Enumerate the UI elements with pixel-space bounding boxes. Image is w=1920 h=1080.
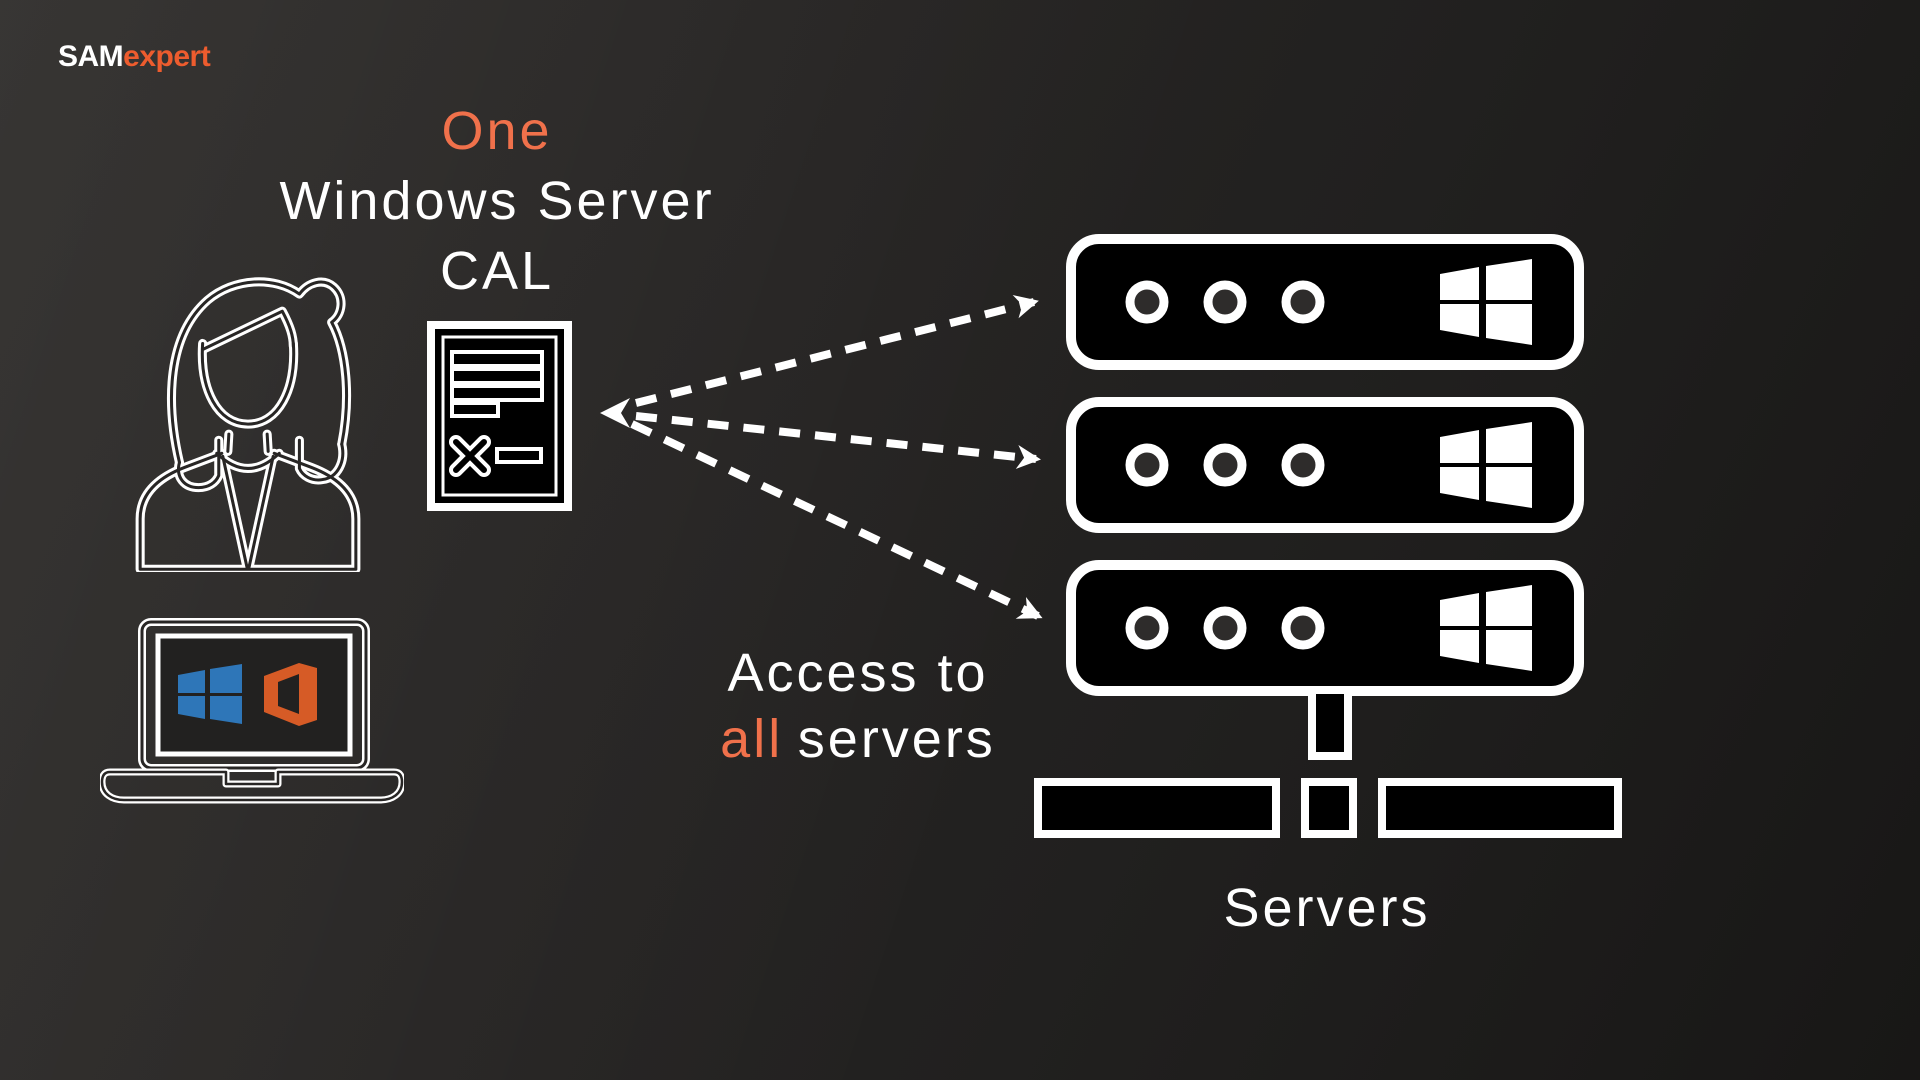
server-rack-base-middle — [1301, 778, 1357, 838]
cal-heading: One Windows Server CAL — [137, 96, 857, 306]
dashed-arrow-server-3 — [630, 420, 1043, 620]
access-caption-line1: Access to — [727, 643, 989, 703]
license-x-mark — [449, 435, 491, 477]
windows-server-2-icon — [1065, 396, 1585, 534]
server-led — [1125, 280, 1169, 324]
license-signature-line — [495, 447, 543, 464]
arrowhead-to-license — [600, 398, 630, 428]
windows-logo-icon — [1440, 259, 1532, 345]
server-rack-base-right — [1378, 778, 1622, 838]
female-user-icon — [122, 248, 374, 572]
office-logo-icon — [264, 663, 317, 726]
windows-logo-icon — [178, 664, 242, 724]
access-caption-rest: servers — [797, 709, 996, 769]
dashed-arrow-server-2 — [635, 412, 1041, 469]
license-text-bar-short — [450, 401, 500, 418]
server-led — [1281, 280, 1325, 324]
cal-heading-line2: Windows Server — [279, 171, 715, 231]
server-led — [1203, 606, 1247, 650]
server-led — [1125, 606, 1169, 650]
brand-logo: SAMexpert — [58, 40, 211, 74]
brand-logo-expert: expert — [123, 40, 211, 73]
brand-logo-sam: SAM — [58, 40, 124, 73]
windows-server-1-icon — [1065, 233, 1585, 371]
cal-license-document-icon — [427, 321, 572, 511]
license-text-bar — [450, 350, 544, 368]
server-led — [1281, 443, 1325, 487]
windows-server-3-icon — [1065, 559, 1585, 697]
license-text-bar — [450, 367, 544, 385]
server-rack-stand — [1308, 694, 1352, 760]
laptop-icon — [100, 616, 404, 808]
windows-logo-icon — [1440, 585, 1532, 671]
cal-heading-line1: One — [441, 101, 553, 161]
dashed-arrow-server-1 — [635, 295, 1039, 407]
servers-caption: Servers — [1223, 878, 1431, 938]
server-led — [1203, 443, 1247, 487]
windows-logo-icon — [1440, 422, 1532, 508]
server-led — [1125, 443, 1169, 487]
server-rack-base-left — [1034, 778, 1280, 838]
license-text-bar — [450, 384, 544, 402]
access-caption-highlight: all — [720, 709, 784, 769]
cal-heading-line3: CAL — [439, 241, 555, 301]
server-led — [1203, 280, 1247, 324]
server-led — [1281, 606, 1325, 650]
